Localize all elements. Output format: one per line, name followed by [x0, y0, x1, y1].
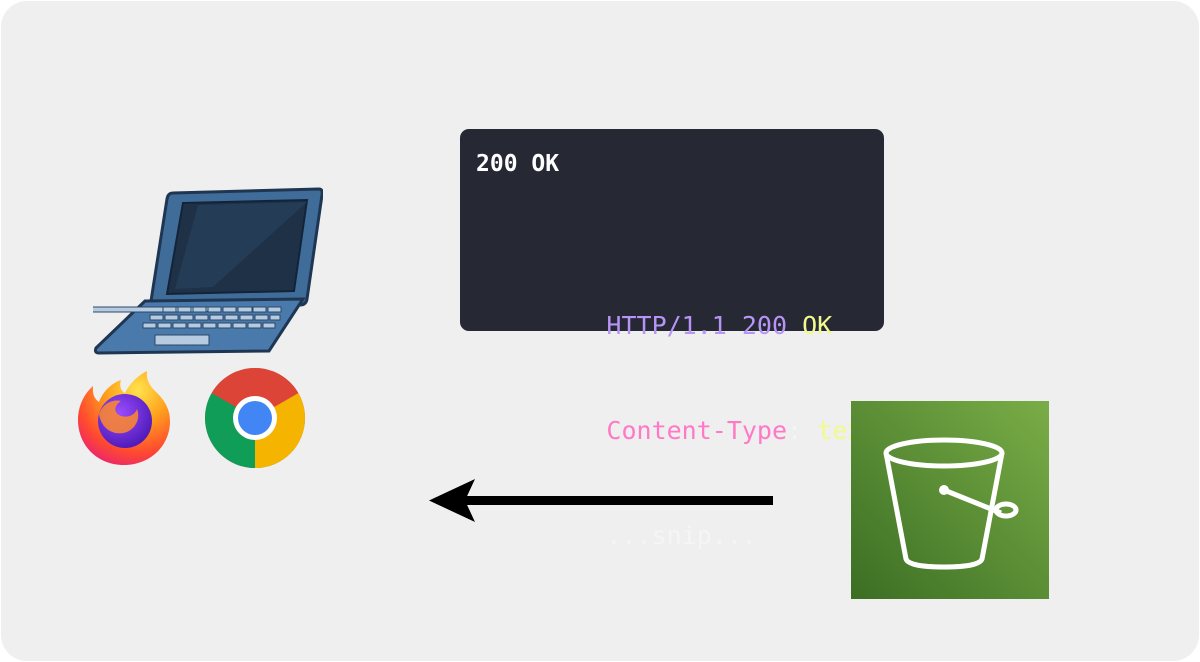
- response-line: ...snip...: [486, 483, 953, 550]
- chrome-icon: [204, 367, 306, 474]
- laptop-icon: [80, 187, 324, 362]
- code-token: OK: [787, 311, 833, 340]
- response-body: HTTP/1.1 200 OK Content-Type: text/html …: [486, 203, 953, 588]
- code-token: HTTP/1.1 200: [606, 311, 788, 340]
- arrow-left-icon: [427, 477, 777, 530]
- response-card: 200 OK HTTP/1.1 200 OK Content-Type: tex…: [460, 129, 953, 550]
- response-status-title: 200 OK: [476, 151, 560, 177]
- response-line: HTTP/1.1 200 OK: [486, 273, 953, 340]
- code-token: :: [787, 416, 818, 445]
- code-token: Content-Type: [606, 416, 788, 445]
- code-token: ...snip...: [606, 521, 757, 550]
- firefox-icon: [75, 369, 173, 472]
- s3-bucket-icon: [851, 401, 1049, 604]
